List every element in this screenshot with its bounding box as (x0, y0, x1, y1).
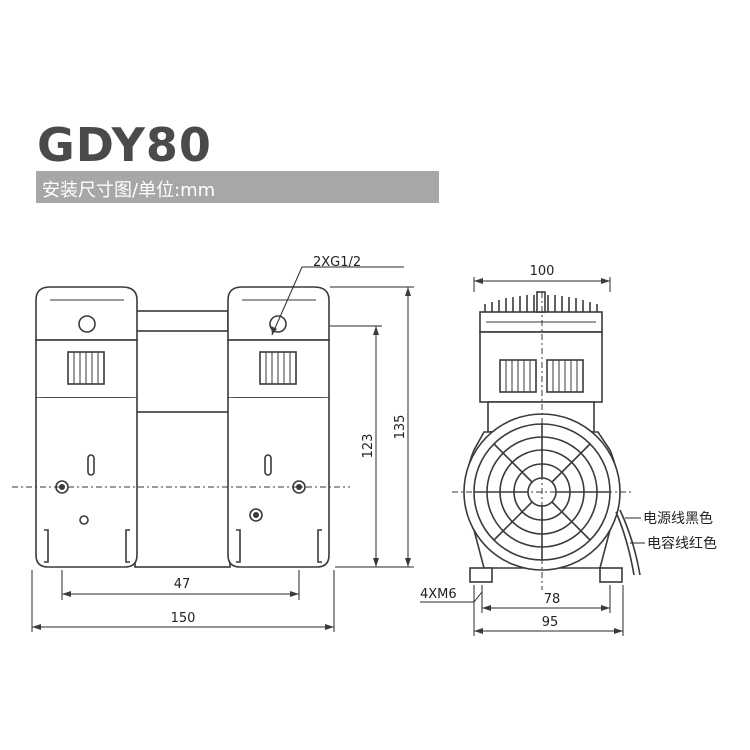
port-label: 2XG1/2 (313, 255, 361, 270)
left-cylinder (35, 286, 138, 568)
subtitle: 安装尺寸图/单位:mm (42, 180, 216, 201)
dimension-47 (61, 570, 300, 600)
wire-red-label: 电容线红色 (647, 535, 717, 552)
side-view (420, 277, 645, 636)
port-leader (271, 266, 404, 336)
dimension-95 (473, 585, 624, 636)
wire-black-label: 电源线黑色 (643, 510, 713, 527)
mount-leader (420, 591, 483, 603)
right-cylinder (227, 286, 330, 568)
dimension-123 (330, 325, 382, 567)
head-connector-tube (135, 310, 229, 332)
port-hole-left (78, 315, 96, 333)
motor-body (134, 411, 231, 568)
dimension-95-label: 95 (542, 615, 559, 630)
dimension-150-label: 150 (171, 611, 196, 626)
dimension-123-label: 123 (361, 434, 376, 459)
cooling-fins (479, 291, 603, 333)
port-hole-right (269, 315, 287, 333)
dimension-78-label: 78 (544, 592, 561, 607)
foot-left (469, 567, 493, 583)
dimension-100 (473, 277, 611, 292)
dimension-100-label: 100 (530, 264, 555, 279)
dimension-47-label: 47 (174, 577, 191, 592)
dimension-135-label: 135 (393, 415, 408, 440)
dimension-78 (481, 585, 611, 613)
dimension-150 (31, 570, 335, 632)
page-title: GDY80 (37, 118, 212, 172)
subtitle-bar: 安装尺寸图/单位:mm (36, 171, 439, 203)
foot-right (599, 567, 623, 583)
dimension-135 (330, 286, 414, 568)
mount-label: 4XM6 (420, 587, 457, 602)
front-view (12, 266, 414, 632)
wire-red (619, 509, 641, 576)
wire-black (615, 511, 635, 576)
